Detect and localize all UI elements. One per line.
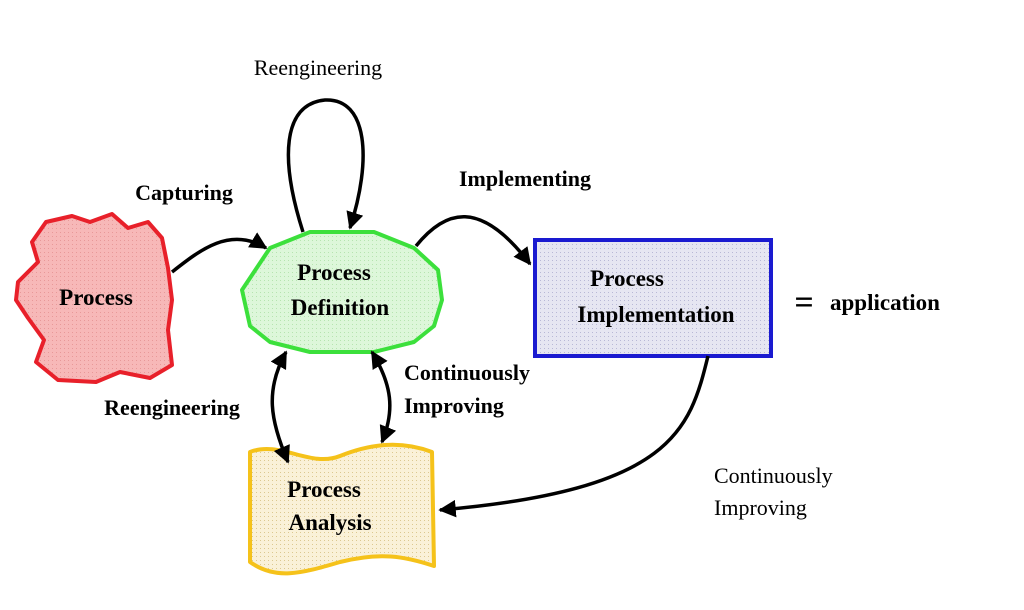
implementation-node-label-line1: Process [590,266,664,291]
implementing-arrow [414,215,532,266]
definition-node-label-line2: Definition [291,295,390,320]
application-label: application [830,290,940,315]
continuously-label-right-line2: Improving [714,495,807,520]
capturing-label: Capturing [135,180,233,205]
implementing-label: Implementing [459,166,591,191]
continuously-label-right-line1: Continuously [714,463,833,488]
reengineering-loop-arrow [286,98,365,233]
continuously-label-mid-line2: Improving [404,393,504,418]
analysis-node-label-line2: Analysis [288,510,371,535]
analysis-node-label-line1: Process [287,477,361,502]
process-node-shape [14,212,174,384]
reengineering-bidirectional-arrow [270,350,290,464]
equals-sign: = [794,284,813,321]
implementation-node-shape [533,238,773,358]
continuously-improving-bidirectional-arrow [370,350,397,444]
definition-node-label-line1: Process [297,260,371,285]
capturing-arrow [170,232,268,274]
process-node-label: Process [59,285,133,310]
reengineering-left-label: Reengineering [104,395,240,420]
continuously-label-mid-line1: Continuously [404,360,530,385]
analysis-node-shape [248,442,436,576]
definition-node-shape [240,230,444,354]
reengineering-top-label: Reengineering [254,55,382,80]
implementation-node-label-line2: Implementation [577,302,734,327]
feedback-arrow [438,355,710,518]
